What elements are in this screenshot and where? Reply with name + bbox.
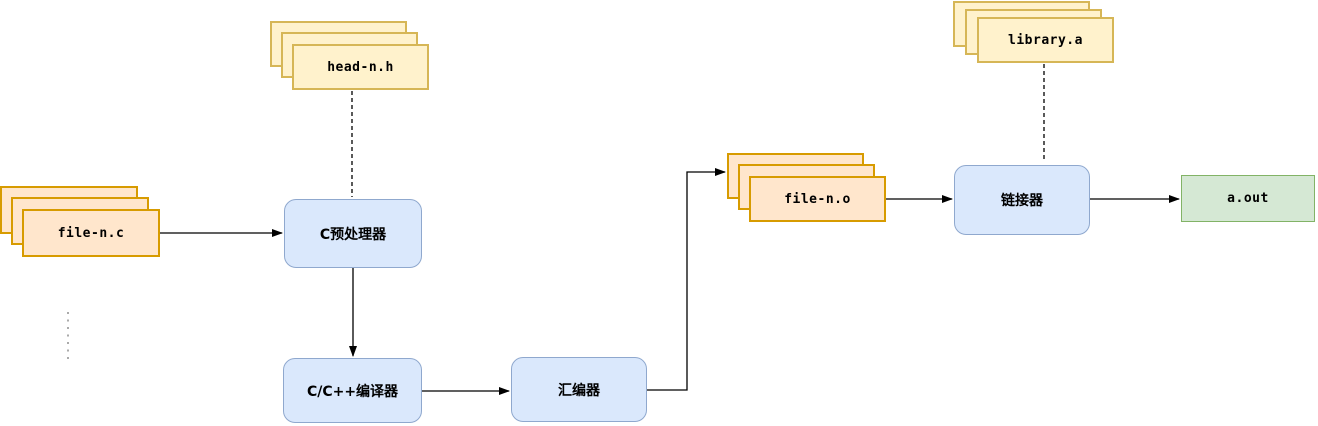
node-library-a: library.a (953, 1, 1114, 63)
node-label-file-n-o: file-n.o (784, 191, 851, 207)
stack-card-front: head-n.h (292, 44, 429, 90)
stack-card-front: file-n.o (749, 176, 886, 222)
node-head-n-h: head-n.h (270, 21, 429, 90)
node-file-n-o: file-n.o (727, 153, 886, 222)
node-assembler: 汇编器 (511, 357, 647, 422)
node-label-a-out: a.out (1227, 191, 1269, 206)
node-a-out: a.out (1181, 175, 1315, 222)
node-label-file-n-c: file-n.c (57, 225, 125, 241)
node-label-c-preprocessor: C预处理器 (319, 226, 387, 243)
node-label-head-n-h: head-n.h (327, 59, 394, 75)
stack-card-front: library.a (977, 17, 1114, 63)
node-linker: 链接器 (954, 165, 1090, 235)
node-label-linker: 链接器 (1001, 193, 1043, 209)
node-file-n-c: file-n.c (0, 186, 160, 257)
stack-card-front: file-n.c (22, 209, 160, 257)
node-c-preprocessor: C预处理器 (284, 199, 422, 268)
node-label-c-cpp-compiler: C/C++编译器 (306, 383, 399, 400)
node-label-library-a: library.a (1008, 32, 1083, 48)
node-label-assembler: 汇编器 (558, 382, 600, 399)
edge-assembler-to-fileno-elbow (647, 168, 726, 391)
node-c-cpp-compiler: C/C++编译器 (283, 358, 422, 423)
